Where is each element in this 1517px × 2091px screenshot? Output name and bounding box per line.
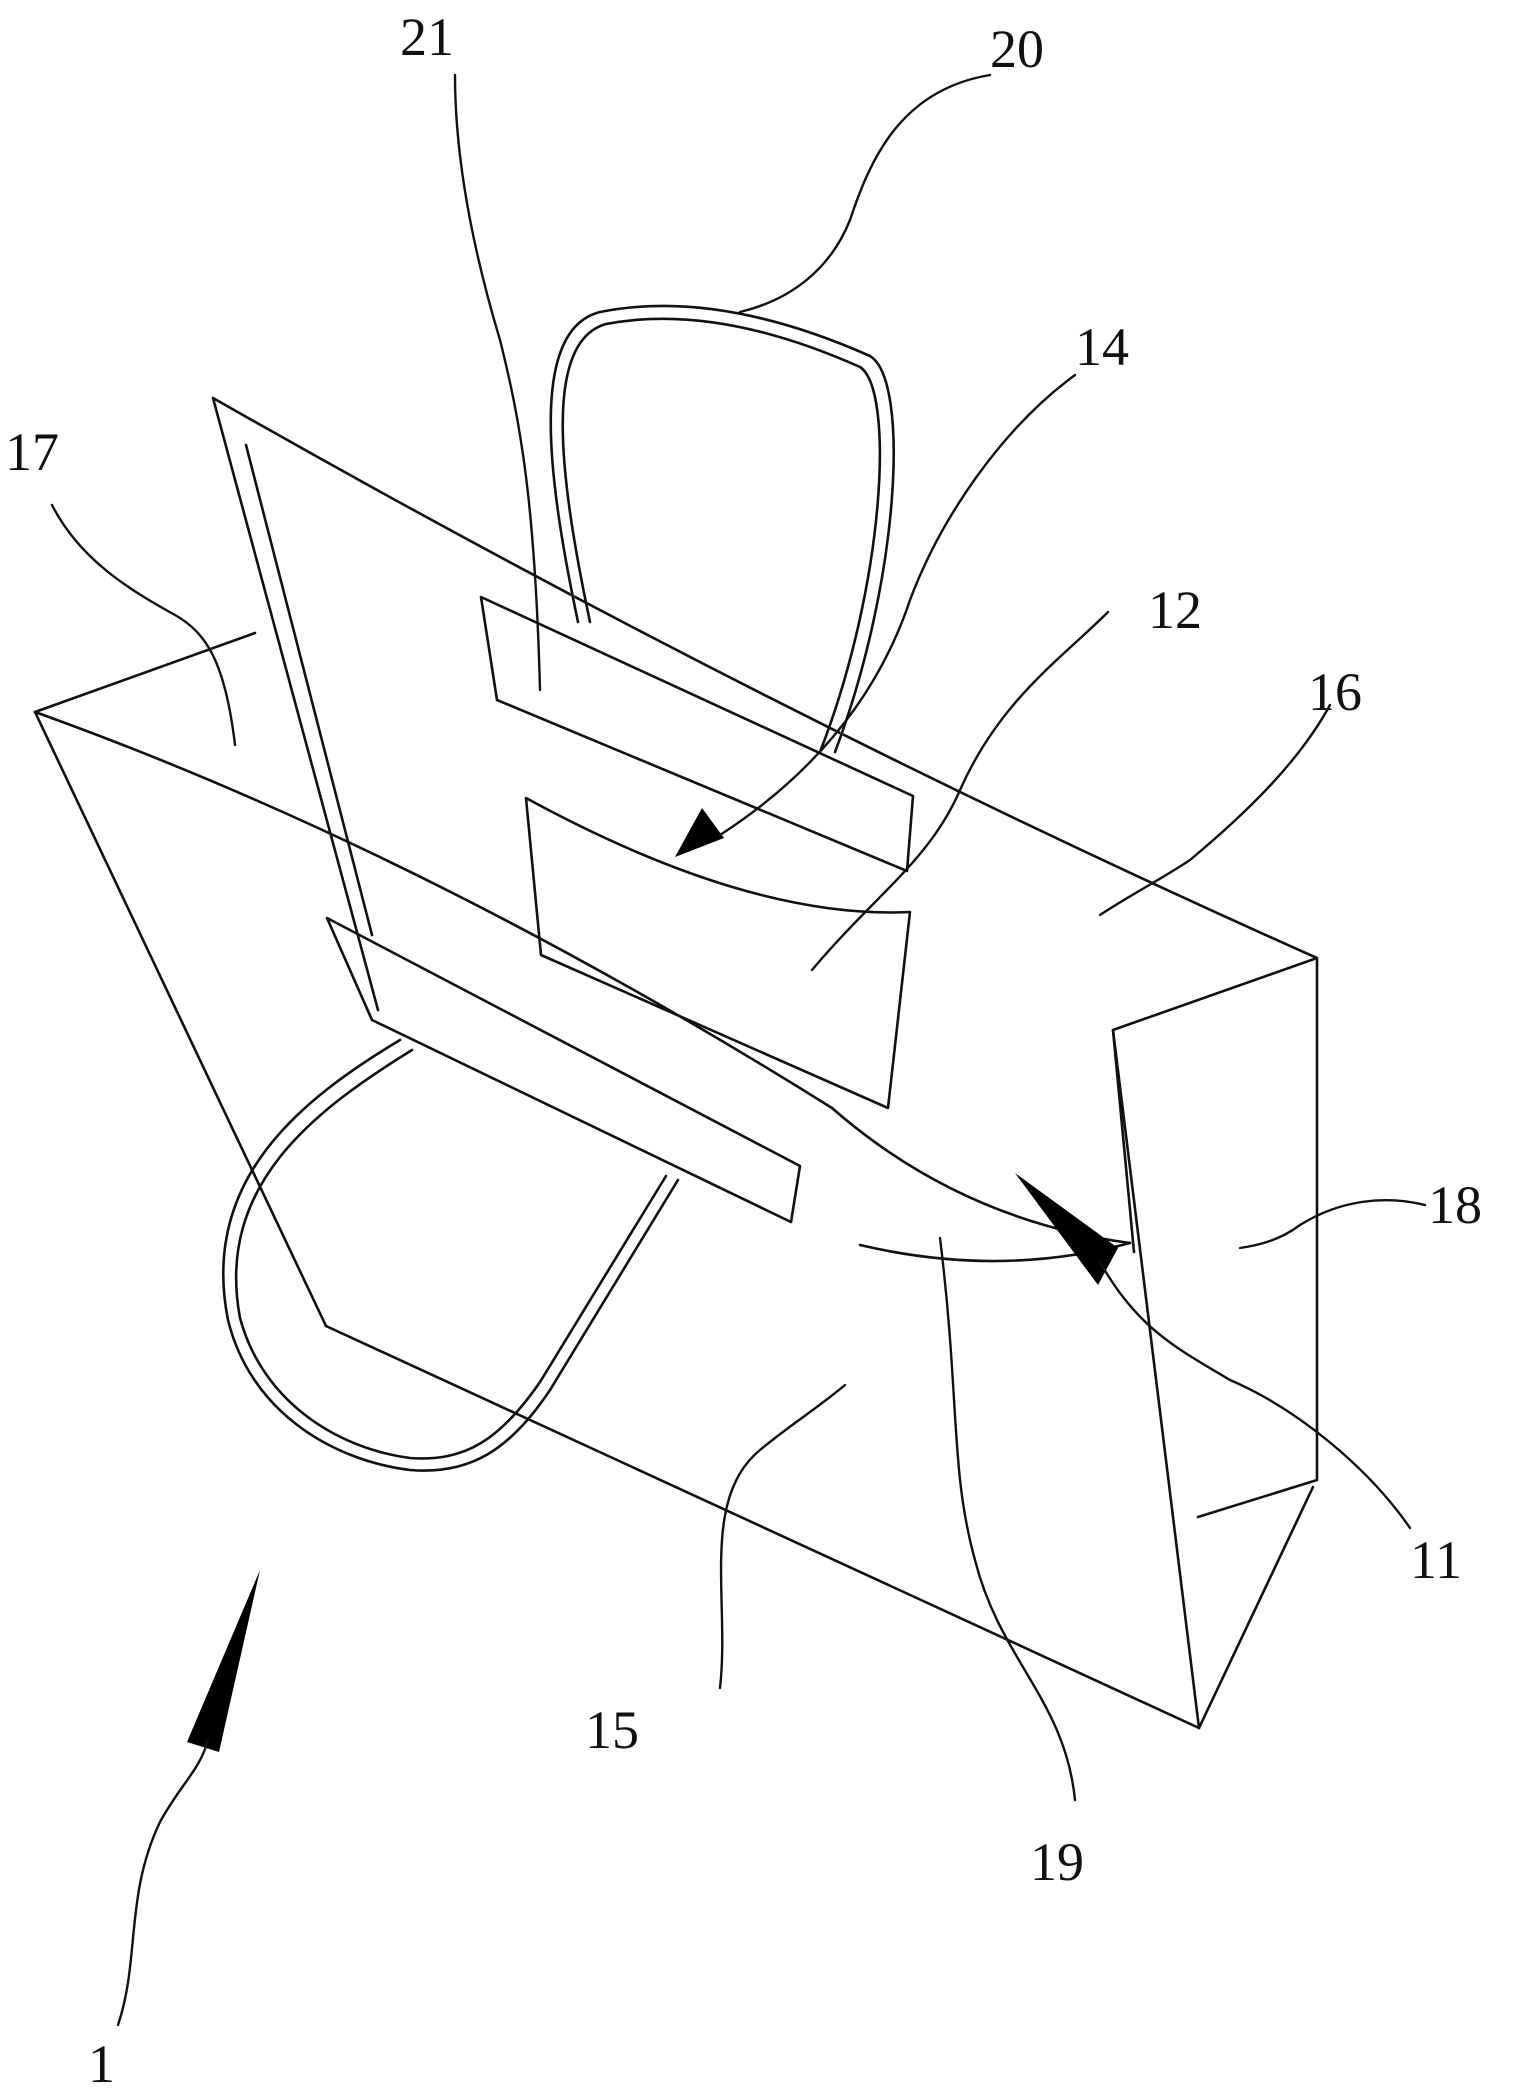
leader-line-17 bbox=[52, 505, 235, 745]
ref-label-14: 14 bbox=[1075, 317, 1129, 377]
back-panel bbox=[213, 398, 1317, 1480]
leader-line-14 bbox=[720, 375, 1075, 835]
ref-label-17: 17 bbox=[5, 422, 59, 482]
arrowhead-bag-1 bbox=[187, 1570, 260, 1752]
reference-numerals: 1 11 12 14 15 16 17 18 19 20 21 bbox=[5, 7, 1482, 2091]
ref-label-16: 16 bbox=[1308, 662, 1362, 722]
ref-label-11: 11 bbox=[1410, 1530, 1462, 1590]
left-gusset bbox=[35, 633, 832, 1326]
ref-label-1: 1 bbox=[88, 2034, 115, 2091]
ref-label-21: 21 bbox=[400, 7, 454, 67]
leader-line-19 bbox=[940, 1238, 1075, 1800]
ref-label-15: 15 bbox=[585, 1700, 639, 1760]
leader-line-20 bbox=[740, 75, 990, 312]
ref-label-18: 18 bbox=[1428, 1175, 1482, 1235]
leader-line-12 bbox=[812, 612, 1108, 970]
inner-pocket bbox=[526, 798, 910, 1108]
leader-line-1 bbox=[118, 1740, 208, 2025]
leader-line-16 bbox=[1100, 705, 1330, 915]
right-gusset bbox=[1113, 958, 1317, 1728]
arrowhead-opening-14 bbox=[675, 808, 724, 857]
ref-label-20: 20 bbox=[990, 19, 1044, 79]
leader-line-18 bbox=[1240, 1200, 1425, 1248]
ref-label-12: 12 bbox=[1148, 580, 1202, 640]
front-panel bbox=[326, 1108, 1199, 1728]
leader-line-21 bbox=[455, 75, 540, 690]
ref-label-19: 19 bbox=[1030, 1832, 1084, 1892]
back-handle bbox=[551, 306, 894, 752]
